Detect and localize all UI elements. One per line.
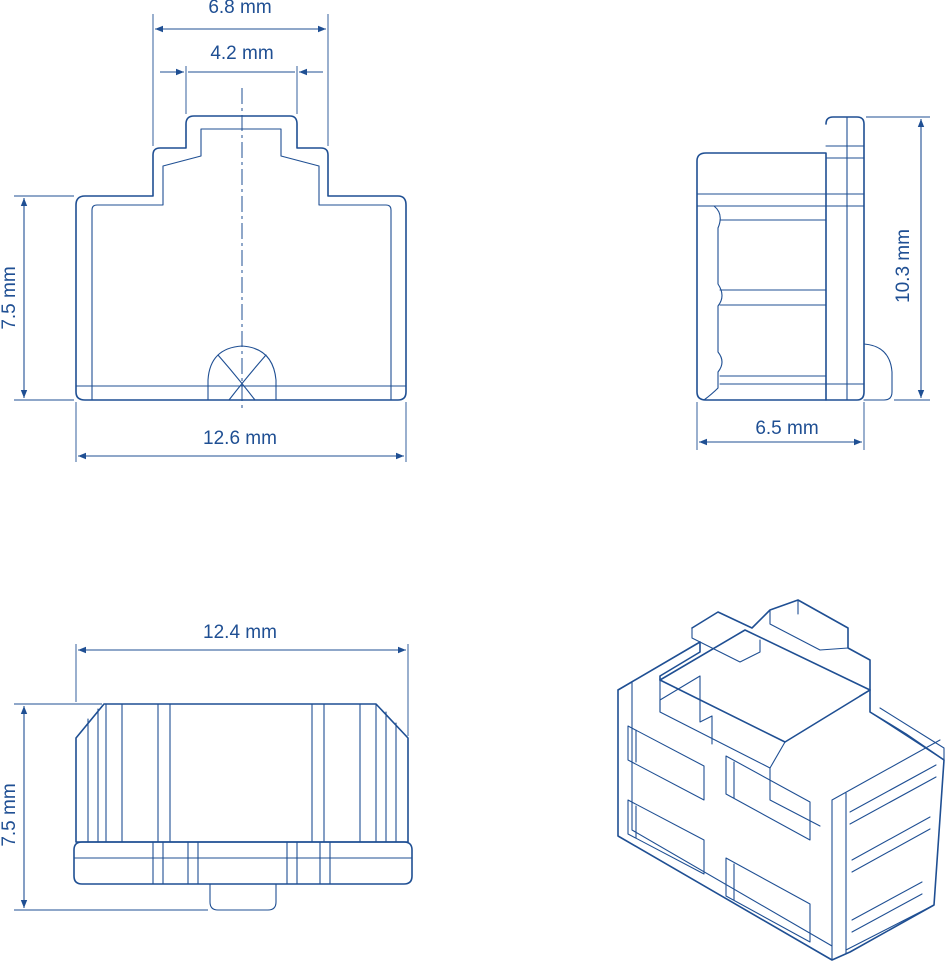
- bottom-ribs-right: [311, 703, 397, 843]
- side-rib-lines: [719, 219, 865, 385]
- isometric-view: [617, 599, 945, 961]
- front-view-outline: [75, 115, 407, 401]
- iso-cavity-lower-left: [627, 799, 705, 875]
- iso-cavity-upper-right: [725, 755, 811, 841]
- bottom-ribs-left: [87, 703, 171, 843]
- dim-label-bottom-width: 12.4 mm: [203, 622, 277, 643]
- bottom-flange-lines: [73, 841, 413, 885]
- iso-right-ribs: [845, 764, 937, 951]
- dim-label-top-outer: 6.8 mm: [208, 0, 271, 18]
- dim-label-side-depth: 6.5 mm: [755, 418, 818, 439]
- side-horizontal-lines: [696, 145, 865, 207]
- iso-top-tab: [691, 599, 871, 697]
- iso-body-inner-edge: [617, 681, 833, 947]
- front-view: 6.8 mm 4.2 mm 7.5 mm 12.6 mm: [0, 0, 407, 462]
- dim-label-side-height: 10.3 mm: [893, 229, 914, 303]
- front-latch-cross: [217, 354, 267, 401]
- iso-top-face-front: [659, 679, 786, 769]
- iso-right-top-edge: [869, 707, 945, 761]
- iso-body-corner: [831, 739, 941, 961]
- side-rib-profile: [703, 205, 723, 401]
- bottom-view: 12.4 mm 7.5 mm: [0, 622, 413, 911]
- dim-label-bottom-height: 7.5 mm: [0, 783, 20, 846]
- dim-label-top-inner: 4.2 mm: [210, 43, 273, 64]
- front-view-inner-outline: [91, 128, 392, 401]
- bottom-body-outline: [75, 703, 409, 843]
- side-view: 10.3 mm 6.5 mm: [696, 116, 930, 450]
- side-latch: [863, 343, 893, 401]
- iso-top-tab-edges: [691, 599, 849, 663]
- iso-body-outline: [617, 641, 945, 961]
- dim-label-front-height: 7.5 mm: [0, 266, 20, 329]
- iso-cavity-upper-left: [627, 725, 705, 801]
- bottom-flange-outline: [73, 841, 413, 885]
- bottom-latch: [209, 883, 277, 911]
- side-flange-outline: [825, 116, 865, 401]
- iso-front-divider: [659, 675, 821, 827]
- iso-cavity-lower-right: [725, 857, 811, 943]
- dim-label-front-width: 12.6 mm: [203, 428, 277, 449]
- side-body-outline: [696, 152, 827, 401]
